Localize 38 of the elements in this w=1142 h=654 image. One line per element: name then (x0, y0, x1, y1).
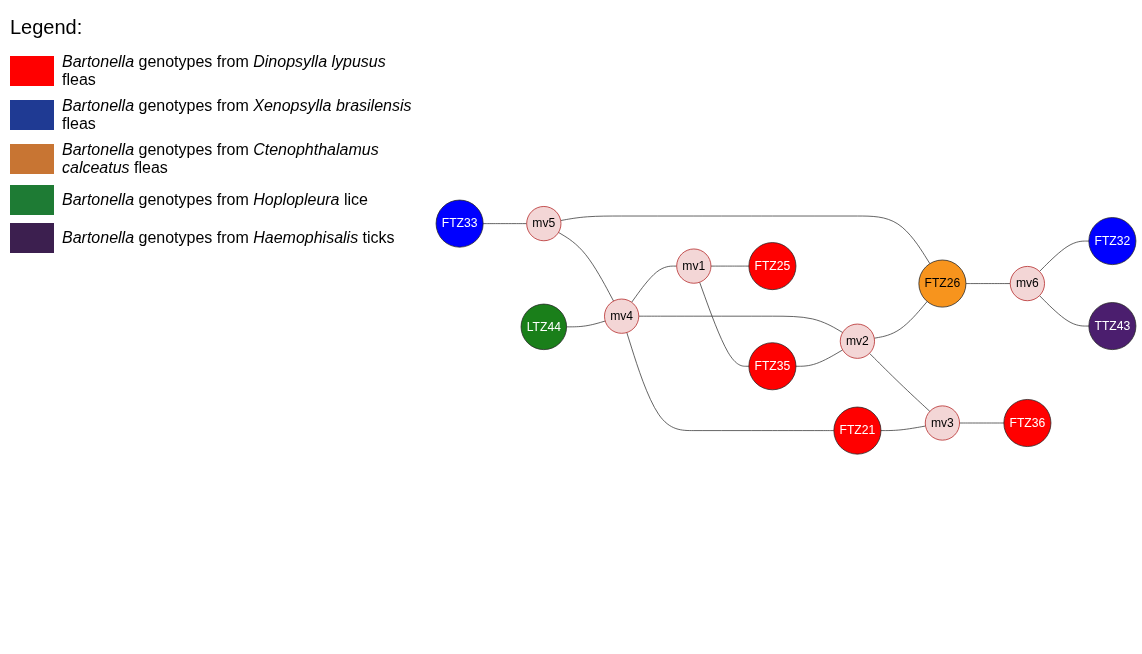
node-circle: mv1 (676, 248, 712, 284)
node-circle: LTZ44 (520, 303, 567, 350)
connector (965, 283, 1011, 284)
node-circle: FTZ26 (918, 259, 967, 308)
connector (869, 352, 931, 412)
legend-heading: Legend: (10, 16, 83, 39)
connector (795, 349, 843, 367)
connector (1039, 295, 1090, 327)
node-circle: mv6 (1009, 265, 1045, 301)
legend-text: Bartonella genotypes from Haemophisalis ticks (62, 229, 395, 247)
legend-text: Bartonella genotypes from Ctenophthalamus calceatus fleas (62, 141, 380, 177)
node-circle: mv2 (839, 323, 875, 359)
connector (566, 320, 606, 328)
connector (873, 301, 928, 339)
node-circle: mv3 (924, 405, 960, 441)
node-circle: mv5 (526, 206, 562, 241)
legend-text: Bartonella genotypes from Hoplopleura lice (62, 191, 368, 209)
node-circle: TTZ43 (1088, 302, 1137, 350)
connector (626, 332, 835, 431)
legend-text: Bartonella genotypes from Dinopsylla lypusus fleas (62, 53, 387, 89)
node-circle: mv4 (604, 298, 640, 334)
connector (699, 281, 750, 367)
connector (638, 315, 843, 333)
connector (1039, 240, 1090, 272)
connector (558, 231, 614, 302)
node-circle: FTZ33 (435, 199, 484, 248)
node-circle: FTZ36 (1003, 399, 1052, 447)
connector (959, 422, 1005, 424)
connector (482, 223, 528, 224)
connector (710, 265, 750, 267)
node-circle: FTZ32 (1088, 217, 1137, 265)
legend-text: Bartonella genotypes from Xenopsylla brasilensis fleas (62, 97, 413, 133)
node-circle: FTZ25 (748, 242, 797, 290)
node-circle: FTZ35 (748, 342, 797, 391)
node-circle: FTZ21 (833, 406, 882, 455)
connector (631, 265, 678, 303)
connector (560, 215, 931, 264)
connector (880, 425, 926, 431)
